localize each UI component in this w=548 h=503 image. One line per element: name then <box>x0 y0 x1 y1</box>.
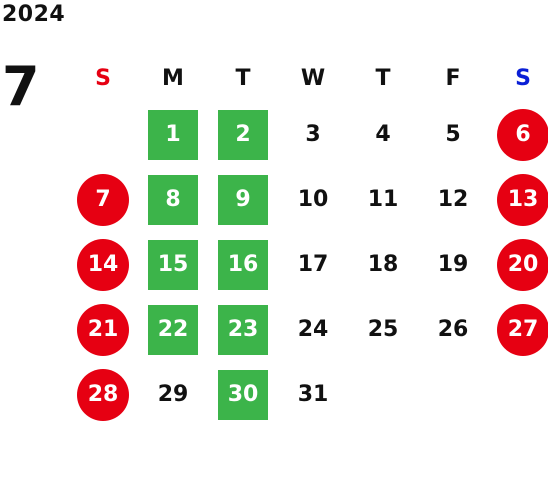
day-number: 5 <box>445 122 461 147</box>
day-number: 9 <box>218 174 268 225</box>
day-cell[interactable]: 24 <box>278 297 348 362</box>
day-number: 16 <box>218 239 268 290</box>
day-number: 31 <box>297 382 329 407</box>
empty-day-cell <box>488 362 548 427</box>
day-number: 15 <box>148 239 198 290</box>
day-cell[interactable]: 1 <box>138 102 208 167</box>
day-cell[interactable]: 25 <box>348 297 418 362</box>
weekday-header-tuesday: T <box>235 66 251 91</box>
day-cell[interactable]: 6 <box>488 102 548 167</box>
day-number: 30 <box>218 369 268 420</box>
day-cell[interactable]: 18 <box>348 232 418 297</box>
weekday-header-wednesday: W <box>300 66 326 91</box>
day-number: 20 <box>497 238 548 291</box>
day-cell[interactable]: 17 <box>278 232 348 297</box>
day-cell[interactable]: 23 <box>208 297 278 362</box>
empty-day-cell <box>418 362 488 427</box>
day-number: 18 <box>367 252 399 277</box>
empty-day-cell <box>348 362 418 427</box>
day-number: 10 <box>297 187 329 212</box>
day-cell[interactable]: 11 <box>348 167 418 232</box>
day-number: 4 <box>375 122 391 147</box>
day-number: 8 <box>148 174 198 225</box>
day-number: 21 <box>77 303 129 356</box>
day-number: 1 <box>148 109 198 160</box>
day-cell[interactable]: 28 <box>68 362 138 427</box>
day-number: 14 <box>77 238 129 291</box>
day-cell[interactable]: 7 <box>68 167 138 232</box>
day-cell[interactable]: 27 <box>488 297 548 362</box>
day-number: 22 <box>148 304 198 355</box>
day-cell[interactable]: 3 <box>278 102 348 167</box>
day-number: 7 <box>77 173 129 226</box>
empty-day-cell <box>68 102 138 167</box>
weekday-header-saturday: S <box>515 66 531 91</box>
day-number: 12 <box>437 187 469 212</box>
day-number: 28 <box>77 368 129 421</box>
day-cell[interactable]: 14 <box>68 232 138 297</box>
day-number: 6 <box>497 108 548 161</box>
weekday-header-friday: F <box>445 66 461 91</box>
day-cell[interactable]: 29 <box>138 362 208 427</box>
weekday-header-sunday: S <box>95 66 111 91</box>
weekday-header-thursday: T <box>375 66 391 91</box>
day-cell[interactable]: 26 <box>418 297 488 362</box>
day-cell[interactable]: 12 <box>418 167 488 232</box>
weekday-header-monday: M <box>162 66 184 91</box>
day-number: 13 <box>497 173 548 226</box>
day-cell[interactable]: 16 <box>208 232 278 297</box>
day-cell[interactable]: 22 <box>138 297 208 362</box>
day-number: 23 <box>218 304 268 355</box>
day-number: 3 <box>305 122 321 147</box>
day-cell[interactable]: 2 <box>208 102 278 167</box>
day-number: 29 <box>157 382 189 407</box>
day-number: 26 <box>437 317 469 342</box>
day-number: 11 <box>367 187 399 212</box>
day-number: 24 <box>297 317 329 342</box>
day-number: 2 <box>218 109 268 160</box>
day-cell[interactable]: 31 <box>278 362 348 427</box>
day-cell[interactable]: 20 <box>488 232 548 297</box>
day-cell[interactable]: 19 <box>418 232 488 297</box>
day-cell[interactable]: 21 <box>68 297 138 362</box>
day-cell[interactable]: 8 <box>138 167 208 232</box>
day-number: 27 <box>497 303 548 356</box>
month-number: 7 <box>2 55 40 118</box>
day-cell[interactable]: 5 <box>418 102 488 167</box>
day-cell[interactable]: 30 <box>208 362 278 427</box>
year-label: 2024 <box>2 2 66 27</box>
day-number: 25 <box>367 317 399 342</box>
day-cell[interactable]: 13 <box>488 167 548 232</box>
day-cell[interactable]: 4 <box>348 102 418 167</box>
day-cell[interactable]: 15 <box>138 232 208 297</box>
day-cell[interactable]: 9 <box>208 167 278 232</box>
day-number: 17 <box>297 252 329 277</box>
day-number: 19 <box>437 252 469 277</box>
day-cell[interactable]: 10 <box>278 167 348 232</box>
